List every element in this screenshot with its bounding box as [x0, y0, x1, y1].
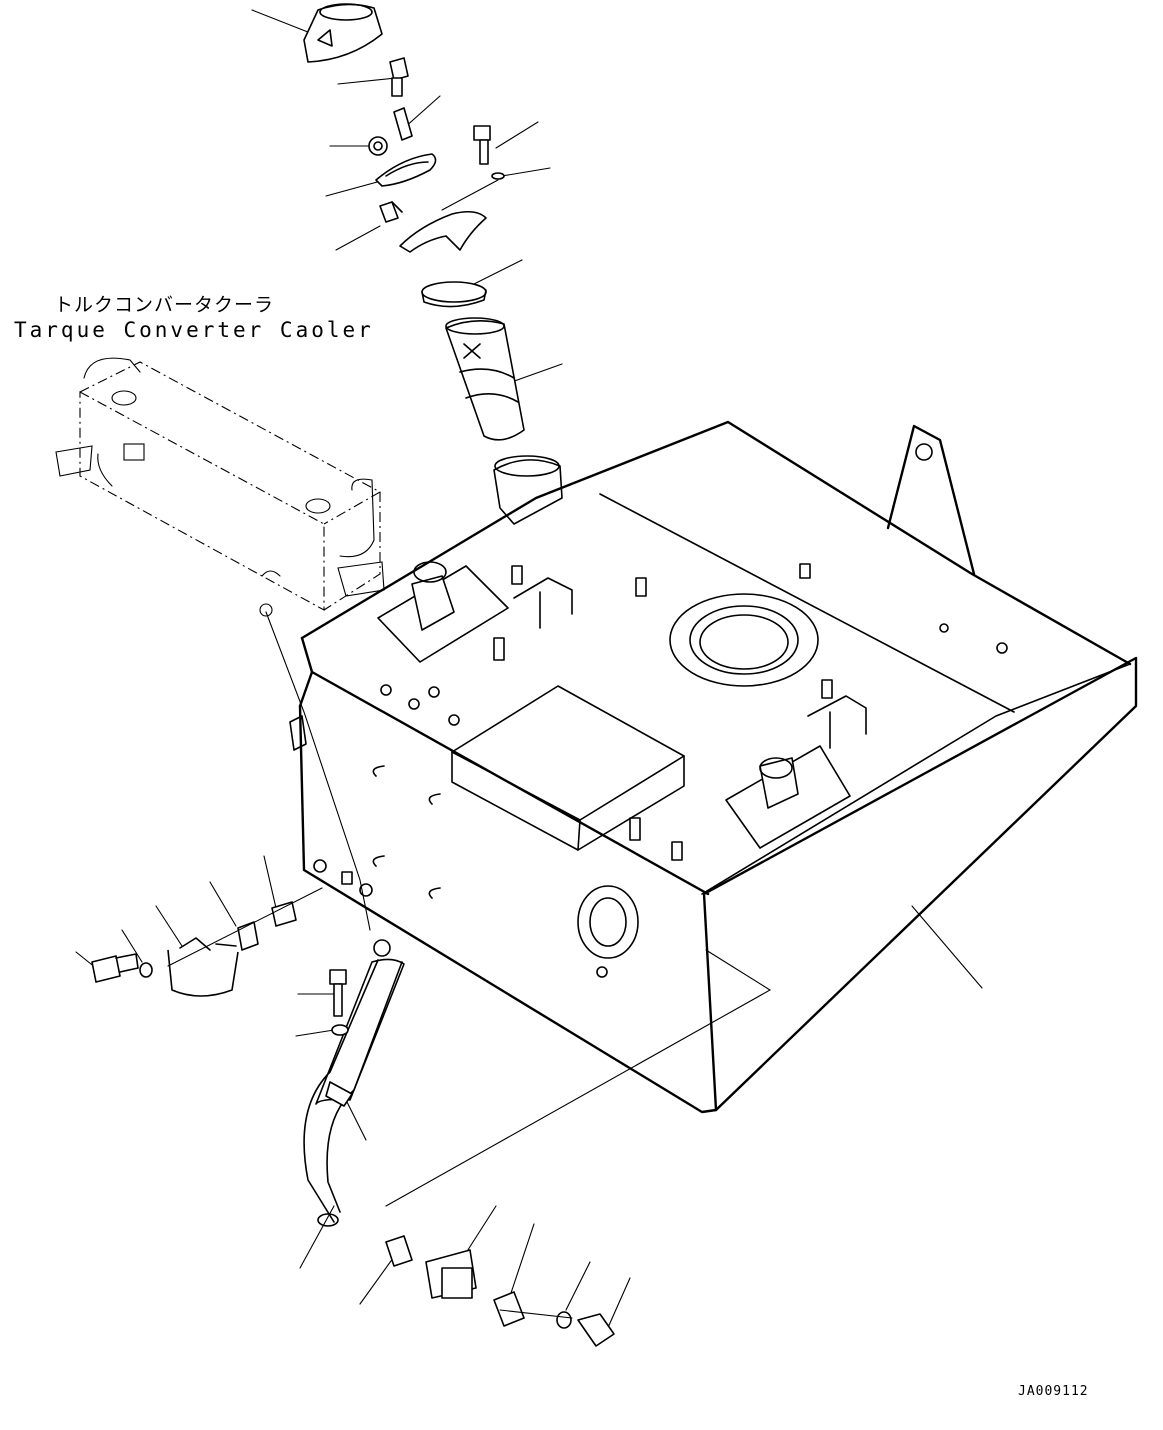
- drain-assembly: [91, 611, 772, 1347]
- hydraulic-tank: [289, 420, 1138, 1114]
- filler-cap-assembly: [303, 3, 563, 525]
- component-label-english: Tarque Converter Caoler: [14, 318, 374, 342]
- component-label-japanese: トルクコンバータクーラ: [54, 294, 275, 316]
- drawing-code: JA009112: [1018, 1384, 1089, 1399]
- torque-converter-cooler: [55, 357, 385, 617]
- leader-lines: [75, 9, 983, 1333]
